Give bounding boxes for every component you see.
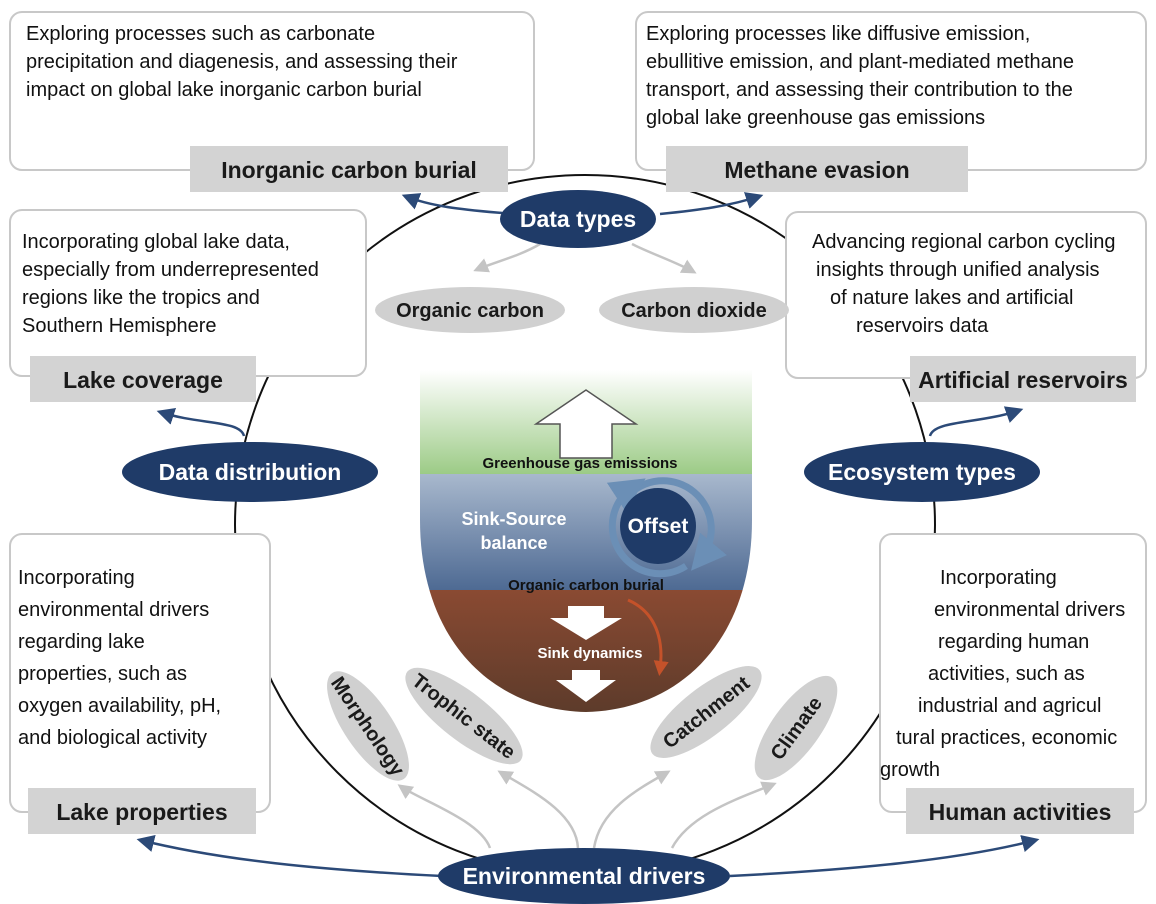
bottom-left-description: Incorporating environmental drivers rega… (18, 567, 221, 749)
label-box-lake-properties (28, 788, 256, 834)
svg-text:transport, and assessing their: transport, and assessing their contribut… (646, 79, 1073, 101)
label-greenhouse-gas-emissions: Greenhouse gas emissions (482, 455, 677, 472)
label-data-types: Data types (520, 206, 636, 232)
svg-text:ebullitive emission, and plant: ebullitive emission, and plant-mediated … (646, 51, 1074, 73)
label-ecosystem-types: Ecosystem types (828, 459, 1016, 485)
svg-text:Incorporating global lake data: Incorporating global lake data, (22, 231, 290, 253)
label-box-artificial-reservoirs (910, 356, 1136, 402)
svg-text:of nature lakes and artificial: of nature lakes and artificial (830, 287, 1073, 309)
svg-text:and biological activity: and biological activity (18, 727, 207, 749)
sink-dynamics-red-arrow (627, 598, 669, 676)
gray-arrows (397, 242, 777, 849)
label-methane-evasion: Methane evasion (724, 157, 909, 183)
label-carbon-dioxide: Carbon dioxide (621, 300, 767, 322)
label-organic-carbon: Organic carbon (396, 300, 544, 322)
label-sink-source-1: Sink-Source (461, 509, 566, 529)
label-data-distribution: Data distribution (159, 459, 342, 485)
emission-up-arrow (533, 389, 639, 459)
down-arrow-upper (550, 606, 622, 640)
svg-text:Southern Hemisphere: Southern Hemisphere (22, 315, 217, 337)
label-box-lake-coverage (30, 356, 256, 402)
down-arrow-lower (556, 670, 616, 702)
bottom-right-description: Incorporating environmental drivers rega… (880, 567, 1125, 781)
svg-text:especially from underrepresent: especially from underrepresented (22, 259, 319, 281)
label-inorganic-carbon-burial: Inorganic carbon burial (221, 157, 477, 183)
svg-text:environmental drivers: environmental drivers (18, 599, 209, 621)
label-artificial-reservoirs: Artificial reservoirs (918, 367, 1128, 393)
svg-text:industrial and agricul: industrial and agricul (918, 695, 1101, 717)
water-layer (420, 474, 752, 590)
blue-arrows (136, 192, 1040, 878)
svg-text:Exploring processes like diffu: Exploring processes like diffusive emiss… (646, 23, 1030, 45)
label-offset: Offset (628, 515, 689, 538)
label-sink-source-2: balance (480, 533, 547, 553)
label-lake-properties: Lake properties (56, 799, 227, 825)
hub-data-types (500, 190, 656, 248)
hub-environmental-drivers (438, 848, 730, 904)
svg-text:regions like the tropics and: regions like the tropics and (22, 287, 260, 309)
svg-text:tural practices, economic: tural practices, economic (896, 727, 1117, 749)
svg-text:impact on global lake inorgani: impact on global lake inorganic carbon b… (26, 79, 422, 101)
label-organic-carbon-burial: Organic carbon burial (508, 577, 664, 594)
svg-text:Advancing regional carbon cycl: Advancing regional carbon cycling (812, 231, 1116, 253)
svg-text:environmental drivers: environmental drivers (934, 599, 1125, 621)
hub-data-distribution (122, 442, 378, 502)
svg-text:regarding human: regarding human (938, 631, 1089, 653)
svg-text:global lake greenhouse gas emi: global lake greenhouse gas emissions (646, 107, 985, 129)
label-sink-dynamics: Sink dynamics (537, 645, 642, 662)
mid-right-description: Advancing regional carbon cycling insigh… (812, 231, 1116, 337)
svg-text:activities, such as: activities, such as (928, 663, 1085, 685)
svg-text:regarding lake: regarding lake (18, 631, 145, 653)
svg-text:growth: growth (880, 759, 940, 781)
svg-text:insights through unified analy: insights through unified analysis (816, 259, 1100, 281)
label-lake-coverage: Lake coverage (63, 367, 223, 393)
ellipse-organic-carbon (375, 287, 565, 333)
svg-text:Exploring processes such as ca: Exploring processes such as carbonate (26, 23, 375, 45)
svg-text:properties, such as: properties, such as (18, 663, 187, 685)
label-human-activities: Human activities (929, 799, 1112, 825)
svg-text:reservoirs data: reservoirs data (856, 315, 989, 337)
hub-ecosystem-types (804, 442, 1040, 502)
ellipse-carbon-dioxide (599, 287, 789, 333)
label-box-inorganic (190, 146, 508, 192)
offset-circle (620, 488, 696, 564)
cycle-arrow-left (606, 478, 688, 578)
svg-text:precipitation and diagenesis,: precipitation and diagenesis, and assess… (26, 51, 458, 73)
top-right-description: Exploring processes like diffusive emiss… (646, 23, 1074, 129)
driver-catchment: Catchment (650, 666, 762, 758)
svg-text:oxygen availability, pH,: oxygen availability, pH, (18, 695, 221, 717)
label-box-human-activities (906, 788, 1134, 834)
mid-left-description: Incorporating global lake data, especial… (22, 231, 319, 337)
svg-text:Incorporating: Incorporating (940, 567, 1057, 589)
label-environmental-drivers: Environmental drivers (463, 863, 706, 889)
label-box-methane (666, 146, 968, 192)
svg-text:Incorporating: Incorporating (18, 567, 135, 589)
top-left-description: Exploring processes such as carbonate pr… (26, 23, 458, 101)
